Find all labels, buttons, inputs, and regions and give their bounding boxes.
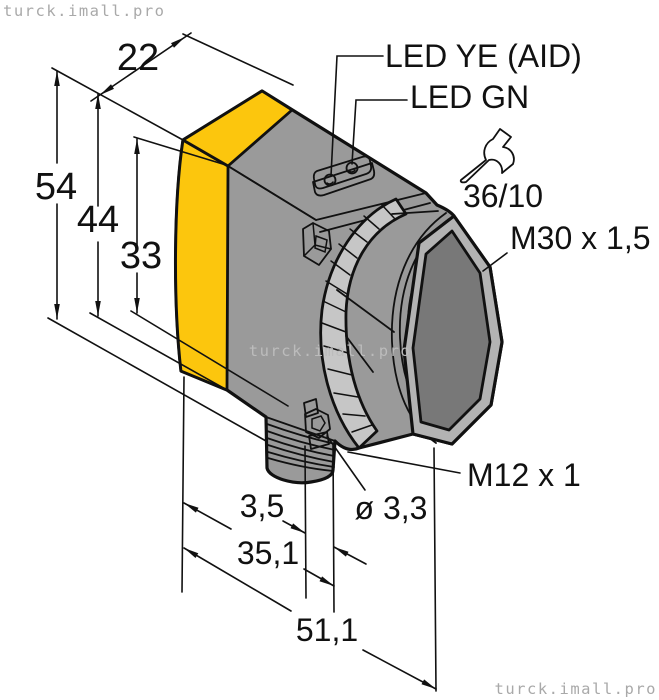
lower-mounting-boss xyxy=(303,398,331,450)
dim-3-5-value: 3,5 xyxy=(240,488,284,524)
ext-line-54-bottom xyxy=(47,317,267,442)
hex-nut-facets xyxy=(336,210,439,373)
dim-44-value: 44 xyxy=(77,199,119,241)
ext-line-44-bottom xyxy=(89,312,228,391)
dim-33-value: 33 xyxy=(120,235,162,277)
led-window-arc-left xyxy=(326,181,334,185)
led-yellow-window xyxy=(323,173,337,187)
dim-35-1-value: 35,1 xyxy=(237,535,299,571)
ext-line-v3 xyxy=(332,443,335,613)
led-green-callout: LED GN xyxy=(351,79,529,165)
dimension-54: 54 xyxy=(35,70,77,320)
led-window-arc-right xyxy=(348,169,356,173)
watermark-bottom-right: turck.imall.pro xyxy=(495,680,657,698)
watermarks: turck.imall.pro turck.imall.pro turck.im… xyxy=(3,2,657,698)
dimension-33: 33 xyxy=(120,138,162,314)
dimension-lines: 22 54 44 33 3,5 xyxy=(35,32,437,692)
led-plate xyxy=(312,155,376,197)
m12-thread-callout: M12 x 1 xyxy=(347,451,581,493)
dimension-44: 44 xyxy=(77,93,119,317)
led-green-label: LED GN xyxy=(410,79,529,115)
dim-22-value: 22 xyxy=(117,37,159,79)
wrench-size-label: 36/10 xyxy=(463,178,543,214)
watermark-center: turck.imall.pro xyxy=(249,342,411,360)
led-plate-top xyxy=(312,155,373,190)
yellow-top-face xyxy=(181,89,294,168)
m30-thread-callout: M30 x 1,5 xyxy=(482,220,651,272)
labels: LED YE (AID) LED GN 36/10 M30 x 1,5 M12 … xyxy=(330,38,651,493)
m12-connector xyxy=(265,416,336,472)
top-face-near-edge xyxy=(227,165,317,221)
m12-thread-label: M12 x 1 xyxy=(467,457,581,493)
m30-thread-label: M30 x 1,5 xyxy=(510,220,651,256)
lens-face xyxy=(411,229,492,432)
yellow-front-face xyxy=(174,138,230,392)
callout-hole-diameter: ø 3,3 xyxy=(326,435,428,526)
dimension-22: 22 xyxy=(90,32,192,102)
ext-line-v2 xyxy=(304,445,307,599)
wrench-callout: 36/10 xyxy=(459,128,543,214)
ext-line-v4 xyxy=(433,447,437,692)
dim-54-value: 54 xyxy=(35,166,77,208)
sensor-body xyxy=(173,89,504,485)
body-front-edge xyxy=(226,165,229,391)
dim-hole-dia-value: ø 3,3 xyxy=(355,490,428,526)
ext-line-v1 xyxy=(181,376,185,593)
upper-mounting-boss xyxy=(302,222,332,266)
dimension-35-1: 35,1 xyxy=(183,502,335,587)
dimension-51-1: 51,1 xyxy=(183,547,437,690)
dimension-3-5: 3,5 xyxy=(240,488,367,565)
ext-line-top-left xyxy=(51,67,184,141)
ext-line-top-peak xyxy=(182,33,294,86)
wrench-icon xyxy=(459,128,515,184)
dim-51-1-value: 51,1 xyxy=(296,612,358,648)
watermark-top-left: turck.imall.pro xyxy=(3,2,165,20)
ext-line-33-bottom xyxy=(130,310,289,407)
connector-thread-arcs xyxy=(266,423,336,472)
led-yellow-callout: LED YE (AID) xyxy=(330,38,582,177)
clamp-ring-teeth xyxy=(321,204,396,433)
clamp-ring xyxy=(319,197,408,450)
connector-shoulder xyxy=(265,416,336,442)
led-plate-side xyxy=(312,162,376,197)
led-yellow-label: LED YE (AID) xyxy=(385,38,582,74)
ext-line-33-top xyxy=(133,136,227,166)
